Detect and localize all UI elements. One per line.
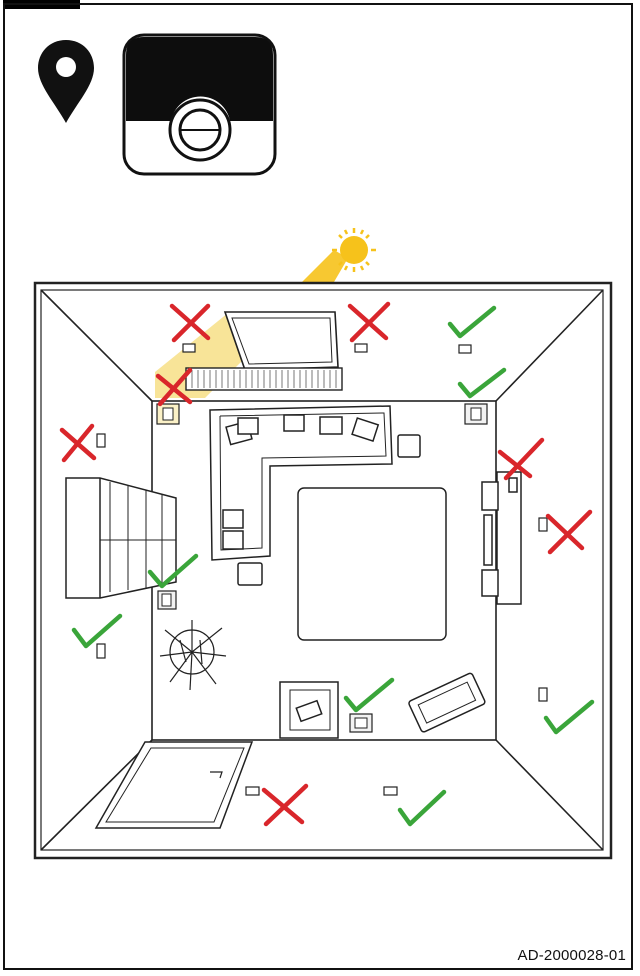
thermostat-left-upper [96,433,106,448]
thermostat-right-lower [538,687,548,702]
red-cross-icon [59,423,97,463]
location-pin-icon [38,40,94,123]
red-cross-icon [545,509,593,555]
thermostat-device-icon [122,33,277,176]
thermostat-top-left [182,343,196,353]
green-check-icon [397,789,447,827]
red-cross-icon [261,783,309,827]
thermostat-top-right [458,344,472,354]
document-code: AD-2000028-01 [517,947,626,964]
tv-unit [481,471,522,605]
green-check-icon [71,613,123,649]
green-check-icon [457,367,507,399]
red-cross-icon [169,303,211,343]
thermostat-positions [96,343,548,796]
thermostat-floor-right [383,786,398,796]
corner-sofa [209,405,421,586]
thermostat-top-middle [354,343,368,353]
armchair [279,681,339,739]
red-cross-icon [497,437,545,481]
sun-icon [302,228,376,282]
window-with-sunlight [155,311,343,398]
floor-rug [297,487,447,641]
result-markers [59,301,595,827]
page-frame [3,3,633,970]
thermostat-floor-door [245,786,260,796]
red-cross-icon [155,367,193,407]
door-mat [94,741,254,829]
green-check-icon [543,699,595,735]
green-check-icon [343,677,395,713]
furniture [65,405,522,829]
red-cross-icon [347,301,391,343]
coffee-table [408,672,486,733]
green-check-icon [147,553,199,589]
green-check-icon [447,305,497,339]
bookshelf [65,477,177,599]
plant [159,620,227,691]
thermostat-left-lower [96,643,106,659]
thermostat-right-upper [538,517,548,532]
